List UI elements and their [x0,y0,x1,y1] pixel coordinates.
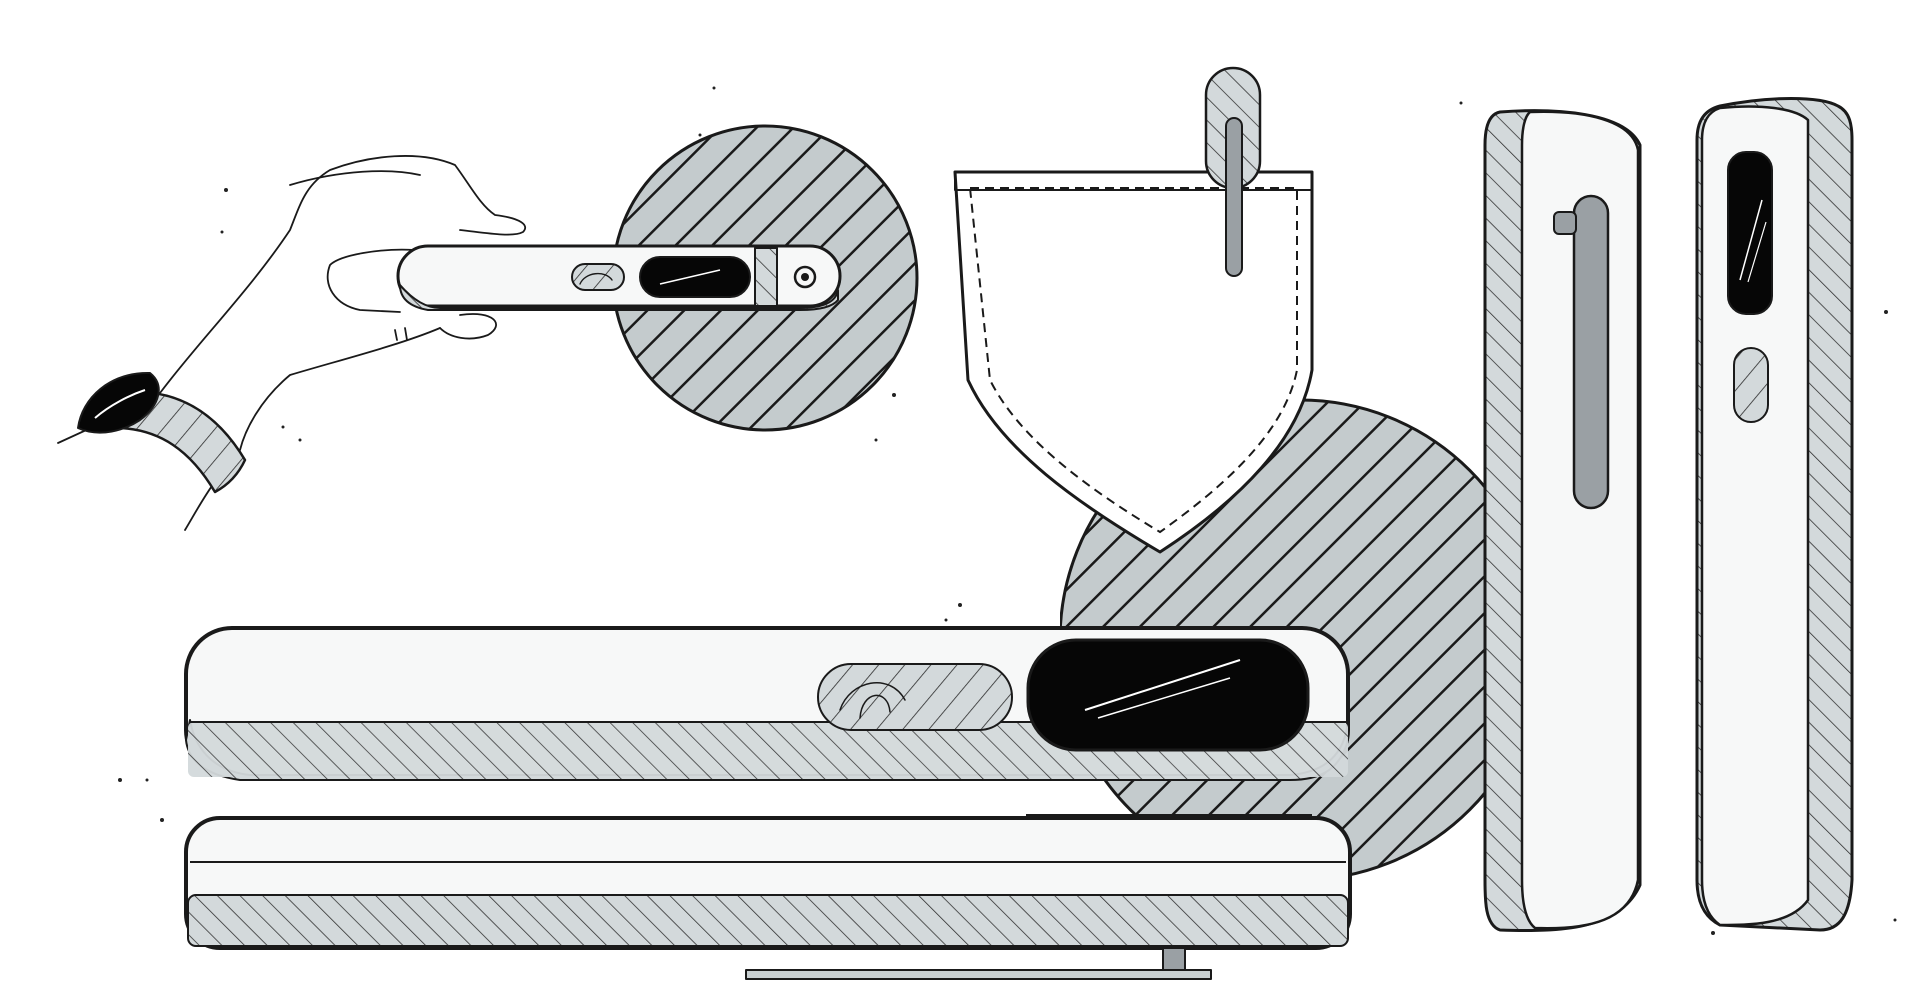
device-top-screen [639,256,751,298]
hand-icon [57,155,526,531]
speckle-dots [118,86,1897,935]
fingerprint-icon [817,663,1013,731]
device-large-screen [1026,638,1310,752]
pocket-clip-icon [1204,66,1262,277]
slider-track [1553,194,1610,510]
fingerprint-icon [1733,347,1769,423]
device-top-small [396,244,842,311]
device-large-bottom [184,814,1352,980]
device-tall-right [1695,97,1854,932]
device-tall-left [1483,109,1642,932]
device-tall-screen [1727,151,1773,315]
fingerprint-icon [571,263,625,291]
device-large-top [184,626,1350,781]
watch-band-icon [77,371,247,494]
shirt-pocket-icon [953,170,1314,554]
camera-lens-icon [793,265,817,289]
